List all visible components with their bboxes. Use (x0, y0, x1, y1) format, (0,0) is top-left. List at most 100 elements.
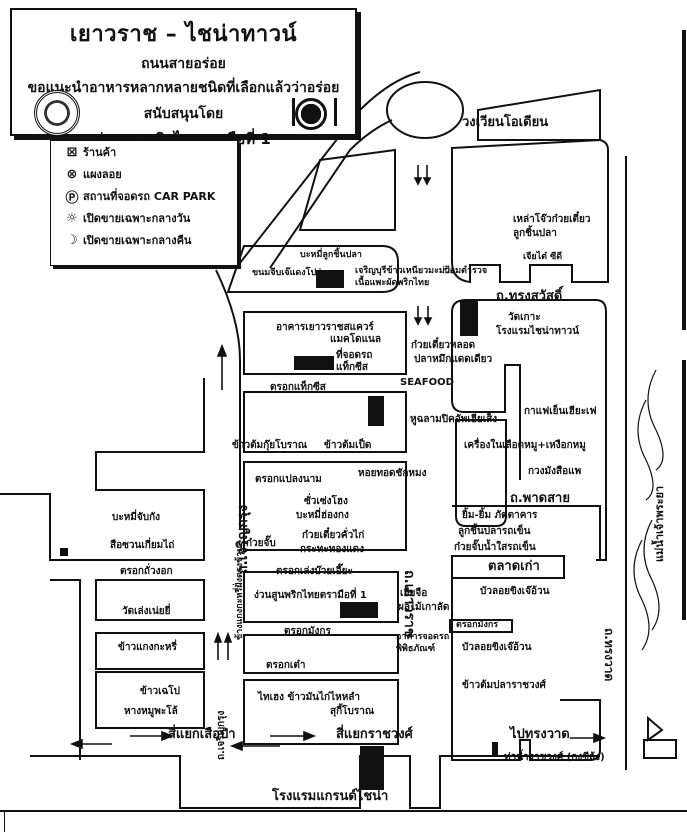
legend-label: เปิดขายเฉพาะกลางคืน (83, 234, 192, 247)
road-charoenkrung-lower: ถ.เจริญกรุง (216, 710, 227, 760)
block-phatsai (452, 505, 601, 560)
legend-item-shop: ⊠ ร้านค้า (51, 141, 237, 163)
label-yaowarat-square: อาคารเยาวราชสแควร์ (276, 322, 374, 333)
plate-icon (295, 98, 327, 130)
road-yaowarat: ถ.เยาวราช (401, 570, 417, 638)
road-left-mid (0, 493, 51, 560)
map-tagline: ขอแนะนำอาหารหลากหลายชนิดที่เลือกแล้วว่าอ… (27, 80, 340, 96)
block-suki (243, 461, 407, 551)
label-suea-pa: สี่แยกเสือป่า (168, 727, 236, 742)
legend-label: แผงลอย (83, 168, 122, 181)
label-pork-noodle: บะหมี่ลูกชิ้นปลา (300, 250, 362, 260)
road-diagonal-1 (235, 71, 421, 269)
road-bottom (30, 755, 600, 809)
label-noodle-chicken: ก๋วยเตี๋ยวคั่วไก่ (302, 530, 365, 541)
map-title: เยาวราช – ไชน่าทาวน์ (69, 22, 298, 47)
label-nguan-soon: ง่วนสูนพริกไทยตรามือที่ 1 (254, 590, 367, 601)
label-seafood: SEAFOOD (400, 377, 454, 388)
block-right-top (451, 138, 609, 284)
parking-block-2 (294, 356, 334, 370)
label-suki-old: สุกี้โบราณ (330, 706, 375, 717)
label-noodle-top2: ลูกชิ้นปลา (513, 228, 557, 239)
label-nikorn-alley: ตรอกมังกร (456, 620, 499, 630)
block-innards (455, 419, 507, 527)
label-jiew-dee: เจียไต๋ ซีดี (523, 252, 563, 262)
label-tao-alley: ตรอกเต๋า (266, 660, 306, 671)
pier-flag (647, 715, 664, 742)
label-ratchawong: สี่แยกราชวงศ์ (336, 727, 413, 742)
parking-icon: Ⓟ (65, 190, 79, 206)
label-grand-china: โรงแรมแกรนด์ไชน่า (272, 789, 389, 804)
label-pier: ท่าน้ำราชวงศ์ (กงซีล้ง) (504, 752, 605, 763)
knife-icon (334, 98, 337, 126)
label-kuay-jap: ก๋วยจั๊บ (246, 538, 276, 549)
tower-yaowarat (368, 396, 384, 426)
road-kuang (50, 579, 81, 760)
label-mangkon-alley: ตรอกมังกร (284, 626, 331, 637)
label-kuay-jab-nam: ก๋วยจั๊บน้ำใสรถเข็น (454, 542, 536, 553)
grand-china-hotel (360, 746, 384, 790)
label-duck-porridge: ข้าวต้มเป็ด (324, 440, 372, 451)
sponsor-logo-icon (34, 90, 80, 136)
label-squid: ปลาหมึกแดดเดียว (414, 354, 493, 365)
block-left-upper (49, 378, 205, 561)
label-taxi-park2: แท็กซีส (336, 362, 368, 373)
label-wat-ko: วัดเกาะ (508, 312, 541, 323)
label-suea-tong: สือซวนเกี่ยมไถ่ (110, 540, 175, 551)
label-parking-bldg: อาคารจอดรถ (396, 632, 450, 642)
road-phat-sai: ถ.พาดสาย (510, 491, 570, 506)
label-sia-juek: เฮียจือ (400, 588, 428, 599)
stall-icon: ⊗ (66, 166, 78, 182)
block-curry (95, 632, 205, 670)
river-bar-2 (682, 360, 686, 620)
label-coffee: กาแฟเย็นเฮียะเฟ (524, 406, 597, 417)
parking-block-3 (340, 602, 378, 618)
label-wat-leng: วัดเล่งเน่ยยี่ (122, 606, 171, 617)
label-fish-ball: ลูกชิ้นปลารถเข็น (458, 526, 531, 537)
block-bracket (226, 245, 399, 293)
block-hotel (451, 299, 607, 561)
label-oyster: หอยทอดชักหมง (358, 468, 427, 479)
map-subtitle: ถนนสายอร่อย (141, 56, 226, 72)
legend-label: ร้านค้า (83, 146, 117, 159)
road-songsawat: ถ.ทรงสวัสดิ์ (496, 289, 563, 304)
odeon-circle-label: วงเวียนโอเดียน (462, 115, 549, 130)
label-chinatown-hotel: โรงแรมไชน่าทาวน์ (496, 326, 579, 337)
river-wave-1 (647, 369, 664, 471)
river-wave-3 (643, 519, 660, 631)
legend-item-parking: Ⓟ สถานที่จอดรถ CAR PARK (51, 185, 237, 207)
sponsor-label: สนับสนุนโดย (143, 106, 224, 122)
river-wave-4 (633, 539, 650, 651)
label-innards: เครื่องในเลือดหมู+เหงือกหมู (464, 440, 586, 451)
left-marker (60, 548, 68, 556)
label-kuang-rok: ตรอกถั่วงอก (120, 566, 173, 577)
label-bua-loy-2: บัวลอยขิงเจ๊อ้วน (462, 642, 532, 653)
label-police-box: ป้อมตำรวจ (444, 266, 488, 276)
label-bamee-jab: บะหมี่จับกัง (112, 512, 161, 523)
legend-item-day: ☼ เปิดขายเฉพาะกลางวัน (51, 207, 237, 229)
bottom-rule (0, 810, 687, 812)
label-river: แม่น้ำเจ้าพระยา (653, 485, 666, 562)
label-thai-heng: ไทเฮง ข้าวมันไก่ไหหลำ (258, 692, 361, 703)
parking-block-1 (316, 270, 344, 288)
label-bamee-hk: บะหมี่ฮ่องกง (296, 510, 349, 521)
label-noodle-top: เหล่าโจ๊วก๋วยเตี๋ยว (513, 214, 591, 225)
block-mangkon-bualoy (449, 619, 513, 633)
road-songwat: ถ.ทรงวาด (602, 628, 616, 682)
label-fruit: ผลไม้เกาลัด (398, 602, 450, 613)
legend: ⊠ ร้านค้า ⊗ แผงลอย Ⓟ สถานที่จอดรถ CAR PA… (50, 140, 238, 266)
label-khao-chap2: หางหมูพะโล้ (124, 706, 178, 717)
label-old-market: ตลาดเก่า (488, 559, 540, 574)
label-taxi-park: ที่จอดรถ (336, 350, 373, 361)
road-diagonal-2 (269, 119, 393, 269)
label-copper-pan: กระทะทองแดง (300, 544, 365, 555)
pier-box (643, 739, 677, 759)
block-bualoy (451, 578, 601, 761)
river-wave-2 (637, 399, 654, 501)
river-bar-1 (682, 30, 686, 330)
shop-icon: ⊠ (66, 144, 78, 160)
label-mcdonald: แมคโดแนล (330, 334, 382, 345)
legend-label: เปิดขายเฉพาะกลางวัน (83, 212, 191, 225)
bottom-text-strip (4, 812, 685, 832)
